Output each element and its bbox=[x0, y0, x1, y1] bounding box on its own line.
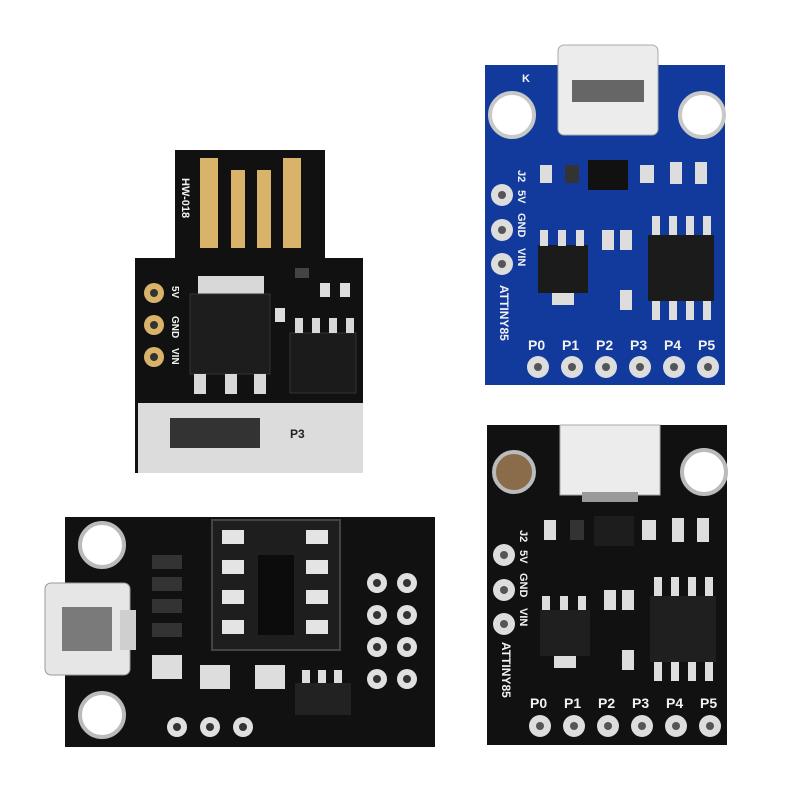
pin-label-vin: VIN bbox=[169, 348, 180, 365]
pin-label-p0: P0 bbox=[530, 695, 547, 711]
header-label-vin: VIN bbox=[515, 248, 527, 266]
micro-usb-connector bbox=[557, 44, 659, 136]
header-label-j2: J2 bbox=[515, 170, 527, 182]
pin-label-gnd: GND bbox=[169, 316, 180, 338]
header-label-5v: 5V bbox=[517, 550, 529, 564]
header-label-gnd: GND bbox=[515, 213, 527, 238]
pin-label-p5: P5 bbox=[700, 695, 717, 711]
pin-label-5v: 5V bbox=[169, 286, 180, 299]
attiny85-chip bbox=[648, 216, 714, 320]
voltage-regulator bbox=[540, 596, 590, 668]
chip-label: ATTINY85 bbox=[497, 285, 511, 341]
microcontroller-chip bbox=[289, 318, 357, 394]
blue-attiny85-board: K J2 5V GND VIN ATTINY85 bbox=[480, 40, 730, 390]
header-label-vin: VIN bbox=[517, 608, 529, 626]
pin-row: P0 P1 P2 P3 P4 P5 bbox=[527, 337, 719, 378]
dip8-socket bbox=[211, 519, 341, 651]
pin-label-p4: P4 bbox=[666, 695, 683, 711]
header-label-j2: J2 bbox=[517, 530, 529, 542]
voltage-regulator bbox=[295, 670, 351, 715]
pin-label-p2: P2 bbox=[598, 695, 615, 711]
header-pads bbox=[491, 184, 513, 275]
header-label-5v: 5V bbox=[515, 190, 527, 204]
k-label: K bbox=[522, 73, 530, 85]
header-pads bbox=[144, 283, 164, 367]
black-attiny85-board: J2 5V GND VIN ATTINY85 P0 P1 P2 P3 bbox=[482, 420, 732, 750]
bottom-text: P3 bbox=[290, 427, 305, 441]
pin-label-p3: P3 bbox=[630, 337, 647, 353]
pin-label-p4: P4 bbox=[664, 337, 681, 353]
voltage-regulator bbox=[538, 230, 588, 305]
socket-programmer-board bbox=[40, 515, 440, 750]
pin-label-p3: P3 bbox=[632, 695, 649, 711]
pin-label-p1: P1 bbox=[564, 695, 581, 711]
pin-label-p2: P2 bbox=[596, 337, 613, 353]
usb-plug-tongue bbox=[175, 150, 325, 258]
pin-label-p5: P5 bbox=[698, 337, 715, 353]
micro-usb-connector bbox=[44, 582, 136, 676]
voltage-regulator bbox=[189, 276, 271, 394]
pin-label-p0: P0 bbox=[528, 337, 545, 353]
attiny85-chip bbox=[650, 577, 716, 681]
model-label: HW-018 bbox=[179, 178, 191, 218]
micro-usb-connector bbox=[559, 424, 661, 502]
pin-row: P0 P1 P2 P3 P4 P5 bbox=[529, 695, 721, 737]
chip-label: ATTINY85 bbox=[499, 642, 513, 698]
header-label-gnd: GND bbox=[517, 573, 529, 598]
usb-digispark-board: HW-018 5V GND VIN bbox=[130, 148, 370, 478]
pin-label-p1: P1 bbox=[562, 337, 579, 353]
header-pads bbox=[493, 544, 515, 635]
header-pads bbox=[167, 573, 417, 737]
